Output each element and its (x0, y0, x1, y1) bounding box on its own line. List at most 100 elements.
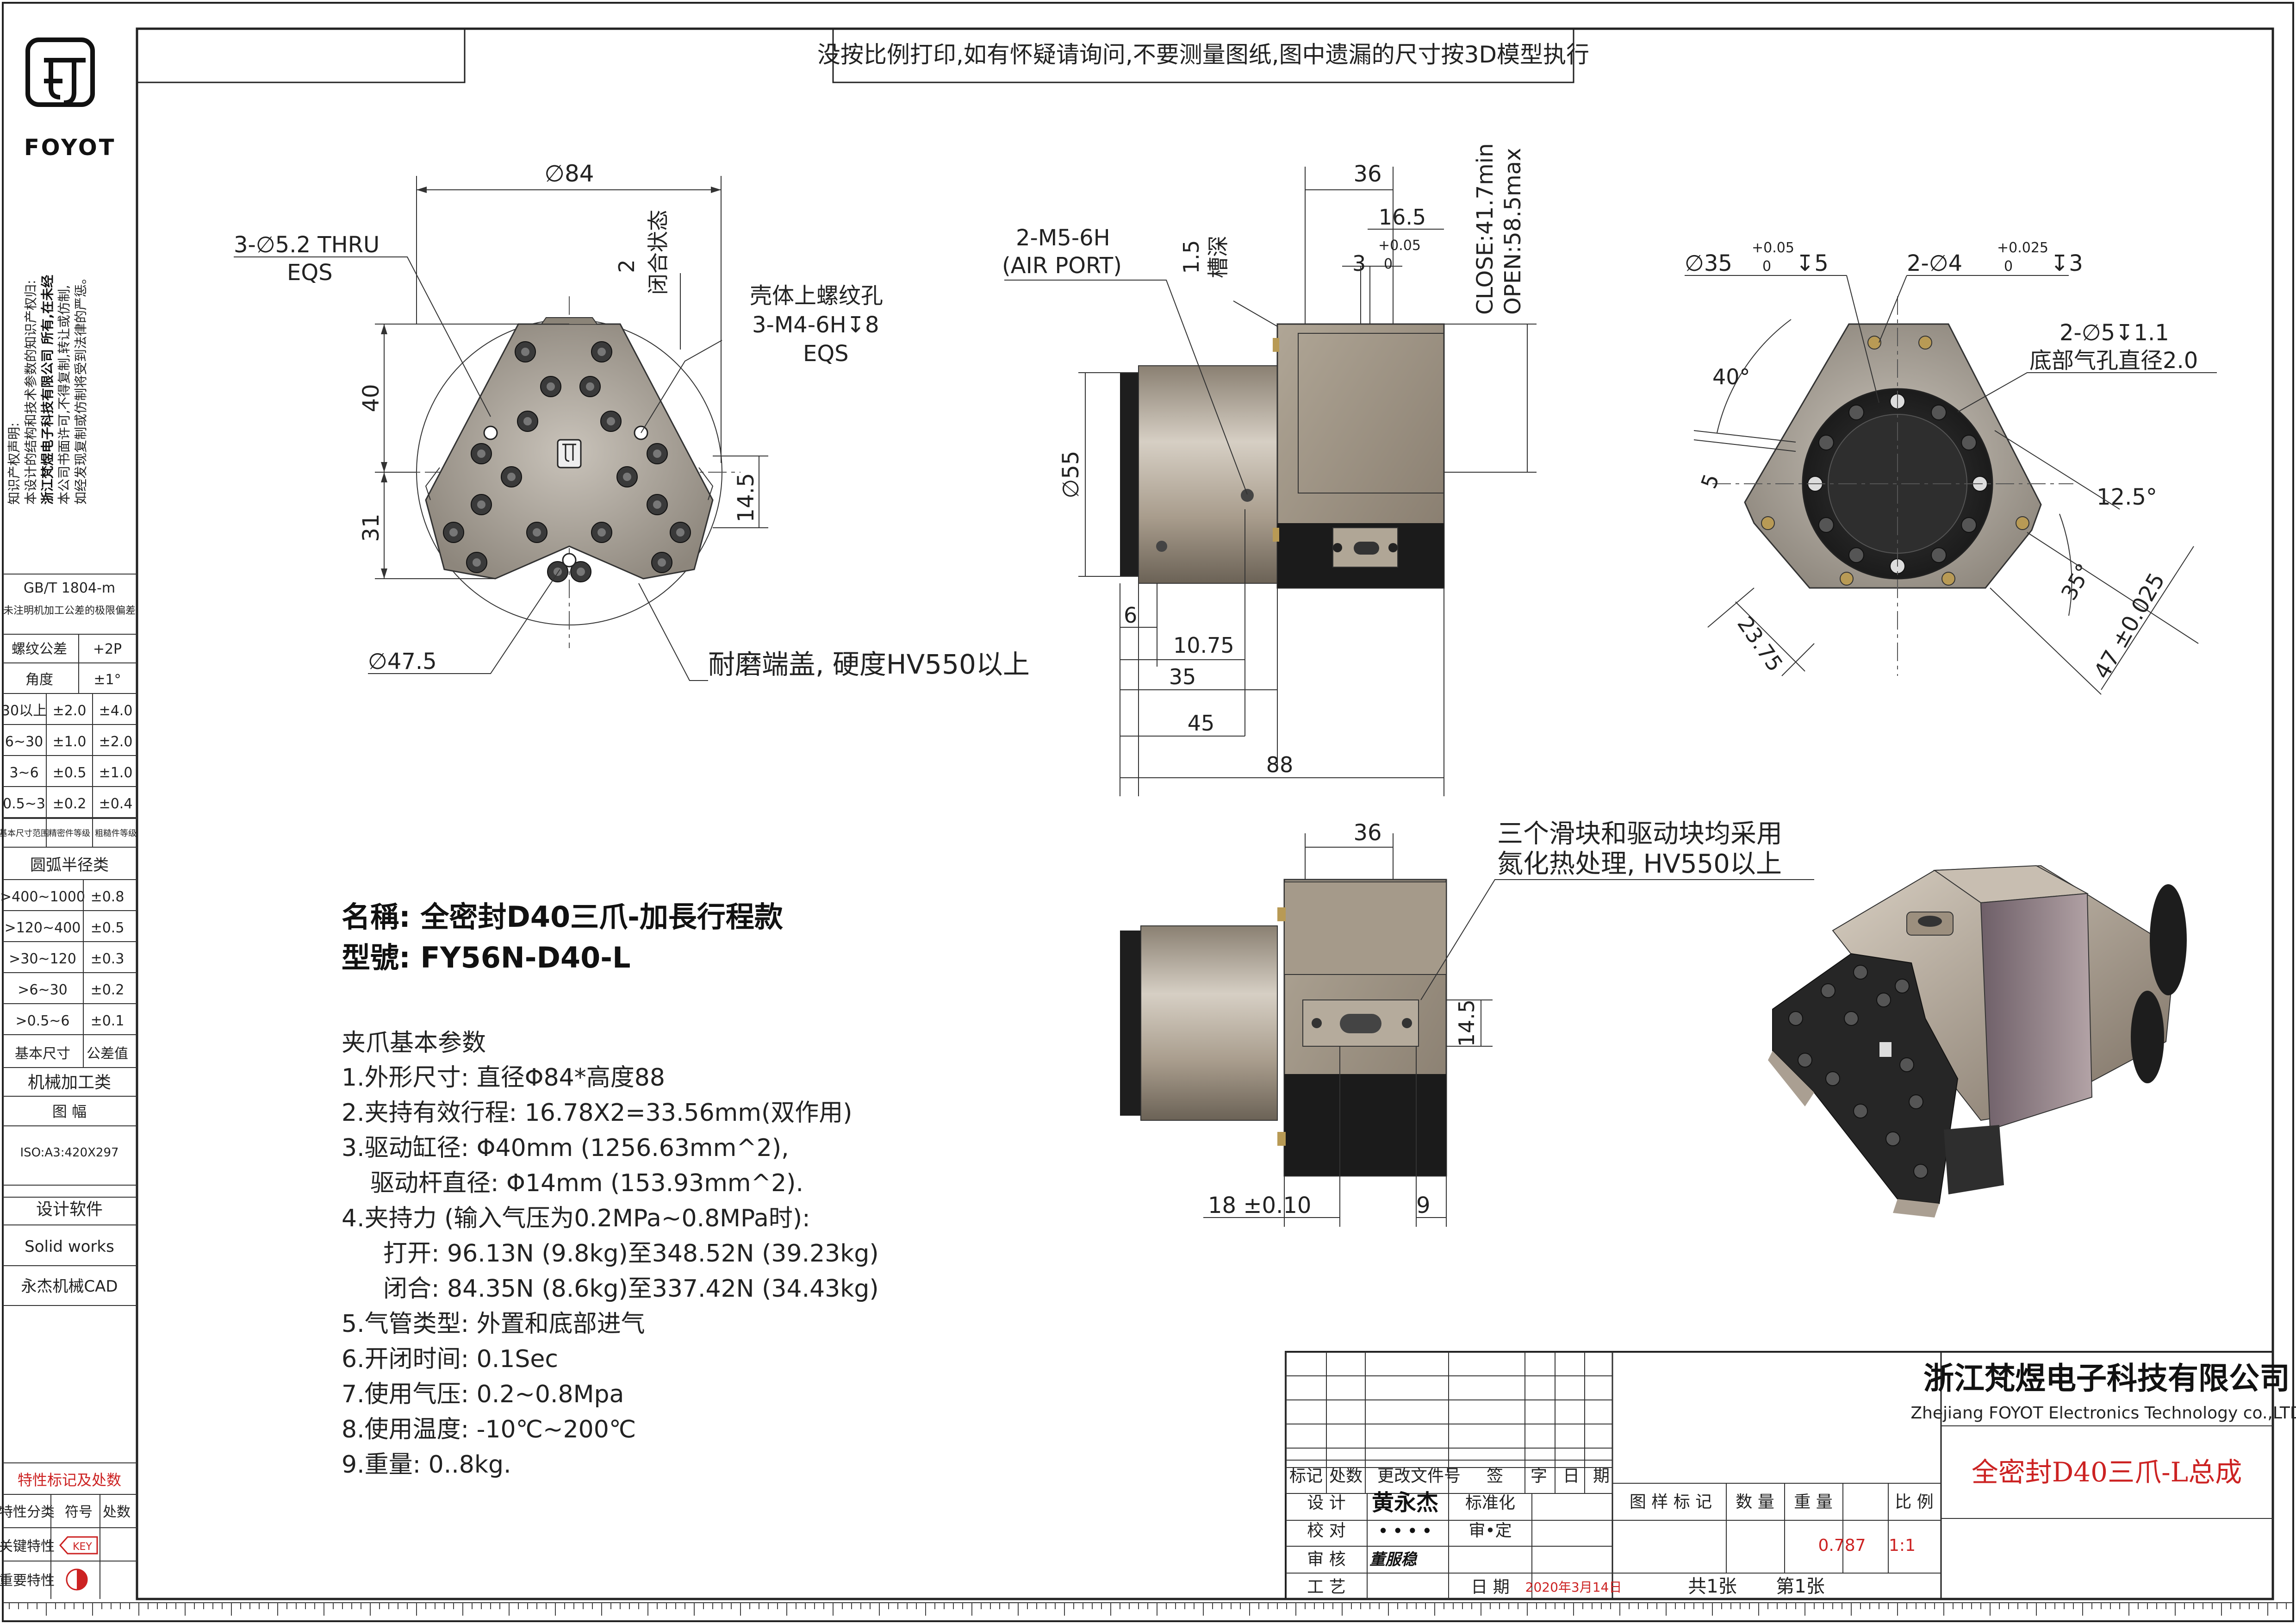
v3-d35-tol-up: +0.05 (1752, 240, 1794, 256)
v4-dim18: 18 ±0.10 (1208, 1193, 1311, 1218)
radius-tol-cell: ±0.5 (91, 920, 124, 936)
scale-label: 比 例 (1895, 1493, 1933, 1512)
v3-pin: 2-∅4 (1907, 250, 1962, 276)
reviewer: 董服稳 (1369, 1550, 1418, 1569)
param-line-10: 7.使用气压: 0.2~0.8Mpa (342, 1380, 624, 1408)
bottom-ruler (3, 1602, 2293, 1616)
company-cn: 浙江梵煜电子科技有限公司 (1923, 1361, 2290, 1396)
bolt-icon (1931, 547, 1947, 563)
machining-label: 机械加工类 (28, 1073, 111, 1092)
bolt-icon (1818, 517, 1834, 533)
review-label: 审 核 (1307, 1550, 1345, 1569)
qty-label: 数 量 (1736, 1493, 1774, 1512)
ip-line-2: 本设计的结构和技术参数的知识产权归: (23, 280, 38, 505)
v3-a40: 40° (1712, 364, 1750, 389)
sample-label: 图 样 标 记 (1630, 1493, 1712, 1512)
v2-dim88: 88 (1266, 752, 1294, 777)
v4-dim14-5: 14.5 (1454, 999, 1479, 1047)
isometric-view (1768, 865, 2187, 1218)
tol-cell: ±0.2 (53, 796, 87, 812)
rev-head-3: 更改文件号 (1377, 1467, 1461, 1486)
params-block: 夹爪基本参数 1.外形尺寸: 直径Φ84*高度88 2.夹持有效行程: 16.7… (342, 1029, 879, 1479)
v2-dim16-5: 16.5 (1379, 205, 1426, 230)
tol-cell: ±2.0 (53, 703, 87, 719)
radius-tol-cell: ±0.8 (91, 889, 124, 905)
view-front: 36 三个滑块和驱动块均采用 氮化热处理, HV550以上 14.5 18 ±0… (1120, 819, 1814, 1227)
pin-icon (1867, 336, 1881, 350)
v2-tol-lo: 0 (1384, 256, 1393, 272)
v3-pin-depth: ↧3 (2050, 250, 2083, 276)
v2-dim3: 3 (1352, 251, 1366, 276)
radius-title: 圆弧半径类 (30, 856, 109, 874)
v3-d35-tol-lo: 0 (1762, 258, 1771, 275)
v4-dim36: 36 (1353, 820, 1381, 846)
v2-groove-label: 槽深 (1206, 236, 1231, 278)
ip-line-4: 本公司书面许可,不得复制,转让或仿制, (56, 285, 72, 505)
tol-cell: ±0.5 (53, 765, 87, 781)
v4-dim9: 9 (1416, 1193, 1431, 1218)
v1-d47-5: ∅47.5 (368, 649, 437, 675)
rev-head-2: 处数 (1329, 1467, 1363, 1486)
through-hole-icon (483, 425, 498, 440)
bolt-icon (1848, 404, 1864, 420)
v1-d84: ∅84 (544, 160, 594, 187)
v2-d55: ∅55 (1058, 451, 1084, 499)
through-hole-icon (562, 553, 577, 568)
sheet-no: 第1张 (1776, 1576, 1824, 1597)
bolt-icon (1961, 435, 1977, 450)
thread-tol-label: 螺纹公差 (12, 641, 67, 657)
design-label: 设 计 (1307, 1493, 1345, 1512)
rev-head-6: 日 (1563, 1467, 1580, 1486)
ip-line-1: 知识产权声明: (6, 423, 22, 505)
param-line-8: 5.气管类型: 外置和底部进气 (342, 1310, 645, 1338)
v2-air-port-2: (AIR PORT) (1002, 253, 1122, 279)
radius-tol-cell: ±0.3 (91, 951, 124, 967)
weight-value: 0.787 (1818, 1536, 1866, 1555)
tol-cell: ±4.0 (99, 703, 133, 719)
v3-d35: ∅35 (1685, 250, 1732, 276)
view-top-face: ∅84 3-∅5.2 THRU EQS 2 闭合状态 壳体上螺纹孔 3-M4-6… (234, 160, 1030, 681)
v2-open: OPEN:58.5max (1500, 148, 1526, 315)
tol-cell: ±1.0 (53, 734, 87, 750)
sheets-total: 共1张 (1688, 1576, 1736, 1597)
bolt-icon (1913, 1164, 1928, 1179)
rev-head-5: 字 (1531, 1467, 1547, 1486)
v2-tol-up: +0.05 (1378, 237, 1421, 254)
v1-closed-state: 闭合状态 (646, 210, 671, 295)
tol-cell: 0.5~3 (3, 796, 45, 812)
v1-thread-spec: 3-M4-6H↧8 (752, 312, 879, 338)
software-label: 设计软件 (36, 1200, 103, 1219)
software-1: Solid works (25, 1237, 114, 1256)
pin-icon (2016, 516, 2029, 530)
v2-close: CLOSE:41.7min (1472, 143, 1498, 315)
tol-cell: ±1.0 (99, 765, 133, 781)
v3-a35: 35° (2056, 559, 2097, 605)
v1-holes: 3-∅5.2 THRU (234, 232, 380, 258)
rows2-head-1: 基本尺寸 (15, 1046, 70, 1062)
brand-name: FOYOT (24, 135, 116, 161)
params-title: 夹爪基本参数 (342, 1029, 486, 1057)
product-name: 名稱: 全密封D40三爪-加長行程款 (342, 900, 783, 934)
bolt-icon (1895, 979, 1910, 993)
rows3-head-3: 粗糙件等级 (95, 829, 137, 838)
bolt-icon (1899, 1057, 1914, 1072)
key-symbol: KEY (73, 1541, 92, 1553)
v3-dim23-75: 23.75 (1732, 612, 1788, 676)
radius-tol-cell: ±0.2 (91, 982, 124, 998)
bolt-icon (1885, 1131, 1900, 1146)
v1-eqs2: EQS (803, 341, 849, 367)
special-head-3: 处数 (103, 1504, 131, 1520)
tolerance-table: GB/T 1804-m 未注明机加工公差的极限偏差 螺纹公差 +2P 角度 ±1… (0, 574, 137, 1599)
v2-air-port-1: 2-M5-6H (1016, 225, 1110, 251)
drawing-title: 全密封D40三爪-L总成 (1972, 1456, 2242, 1488)
v4-heat-note-2: 氮化热处理, HV550以上 (1497, 849, 1782, 879)
rev-head-7: 期 (1593, 1467, 1610, 1486)
bolt-icon (1825, 1071, 1840, 1086)
bolt-icon (1844, 1011, 1859, 1026)
param-line-1: 1.外形尺寸: 直径Φ84*高度88 (342, 1064, 665, 1092)
date: 2020年3月14日 (1525, 1580, 1622, 1595)
tol-cell: 6~30 (5, 734, 43, 750)
v2-groove-depth: 1.5 (1179, 240, 1204, 274)
